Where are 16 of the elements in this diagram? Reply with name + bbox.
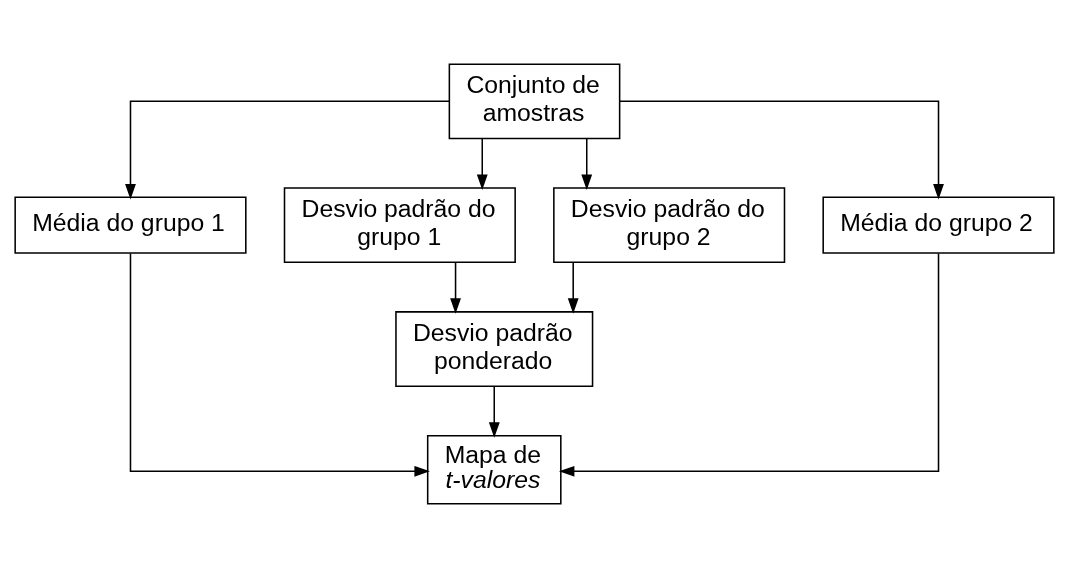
node-box: Média do grupo 1 xyxy=(14,196,247,254)
node-box: Média do grupo 2 xyxy=(822,196,1055,254)
arrow xyxy=(581,137,593,190)
arrow xyxy=(125,100,451,199)
arrow xyxy=(567,261,579,314)
arrow xyxy=(129,252,430,477)
arrow xyxy=(450,261,461,314)
node-box: Desvio padrão do grupo 2 xyxy=(553,186,786,263)
arrow xyxy=(558,252,940,477)
arrow xyxy=(476,137,488,190)
node-box: Mapa de t-valores xyxy=(426,434,562,505)
node-box: Desvio padrão do grupo 1 xyxy=(283,186,516,263)
arrow xyxy=(488,385,500,438)
node-box: Conjunto de amostras xyxy=(448,62,621,139)
arrow xyxy=(618,100,944,199)
node-box: Desvio padrão ponderado xyxy=(395,310,594,387)
